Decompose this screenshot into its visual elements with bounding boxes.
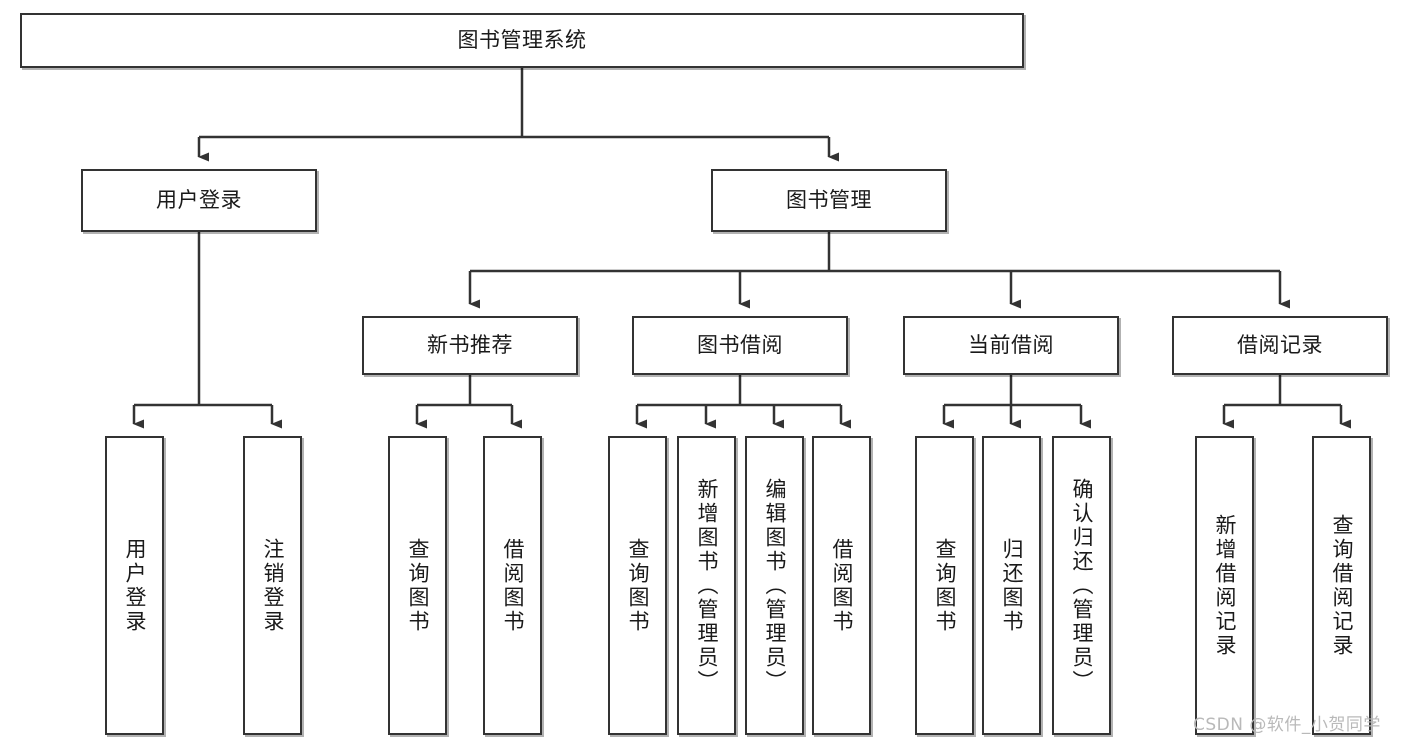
- node-leaf-return-book-label: 归还图书: [1000, 537, 1024, 634]
- node-leaf-logout-label: 注销登录: [261, 537, 285, 634]
- node-user-login-label: 用户登录: [156, 187, 242, 212]
- node-leaf-user-login[interactable]: 用户登录: [105, 436, 164, 735]
- node-leaf-query-record[interactable]: 查询借阅记录: [1312, 436, 1371, 735]
- node-leaf-borrow-book[interactable]: 借阅图书: [812, 436, 871, 735]
- node-leaf-confirm-return[interactable]: 确认归还（管理员）: [1052, 436, 1111, 735]
- node-leaf-borrow-book-label: 借阅图书: [830, 537, 854, 634]
- node-leaf-query-book-current[interactable]: 查询图书: [915, 436, 974, 735]
- node-leaf-query-book-rec[interactable]: 查询图书: [388, 436, 447, 735]
- node-book-manage-label: 图书管理: [786, 187, 872, 212]
- node-leaf-query-record-label: 查询借阅记录: [1330, 513, 1354, 658]
- node-leaf-query-book-current-label: 查询图书: [933, 537, 957, 634]
- node-leaf-edit-book[interactable]: 编辑图书（管理员）: [745, 436, 804, 735]
- node-borrow-record-label: 借阅记录: [1237, 332, 1323, 357]
- csdn-watermark: CSDN @软件_小贺同学: [1193, 715, 1381, 735]
- node-current-borrow[interactable]: 当前借阅: [903, 316, 1119, 375]
- node-leaf-confirm-return-label: 确认归还（管理员）: [1070, 477, 1094, 694]
- node-leaf-edit-book-label: 编辑图书（管理员）: [763, 477, 787, 694]
- node-book-manage[interactable]: 图书管理: [711, 169, 947, 232]
- node-leaf-return-book[interactable]: 归还图书: [982, 436, 1041, 735]
- node-root-label: 图书管理系统: [457, 27, 587, 52]
- connector-lines: [132, 68, 1351, 429]
- node-leaf-logout[interactable]: 注销登录: [243, 436, 302, 735]
- node-current-borrow-label: 当前借阅: [968, 332, 1054, 357]
- node-leaf-add-book[interactable]: 新增图书（管理员）: [677, 436, 736, 735]
- node-user-login[interactable]: 用户登录: [81, 169, 317, 232]
- node-leaf-add-record-label: 新增借阅记录: [1213, 513, 1237, 658]
- node-leaf-add-book-label: 新增图书（管理员）: [695, 477, 719, 694]
- node-book-borrow[interactable]: 图书借阅: [632, 316, 848, 375]
- node-borrow-record[interactable]: 借阅记录: [1172, 316, 1388, 375]
- node-leaf-borrow-book-rec-label: 借阅图书: [501, 537, 525, 634]
- node-leaf-query-book-rec-label: 查询图书: [406, 537, 430, 634]
- node-new-book-rec-label: 新书推荐: [427, 332, 513, 357]
- node-leaf-user-login-label: 用户登录: [123, 537, 147, 634]
- node-book-borrow-label: 图书借阅: [697, 332, 783, 357]
- node-leaf-query-book-borrow[interactable]: 查询图书: [608, 436, 667, 735]
- node-root[interactable]: 图书管理系统: [20, 13, 1024, 68]
- node-leaf-add-record[interactable]: 新增借阅记录: [1195, 436, 1254, 735]
- node-leaf-borrow-book-rec[interactable]: 借阅图书: [483, 436, 542, 735]
- node-leaf-query-book-borrow-label: 查询图书: [626, 537, 650, 634]
- node-new-book-rec[interactable]: 新书推荐: [362, 316, 578, 375]
